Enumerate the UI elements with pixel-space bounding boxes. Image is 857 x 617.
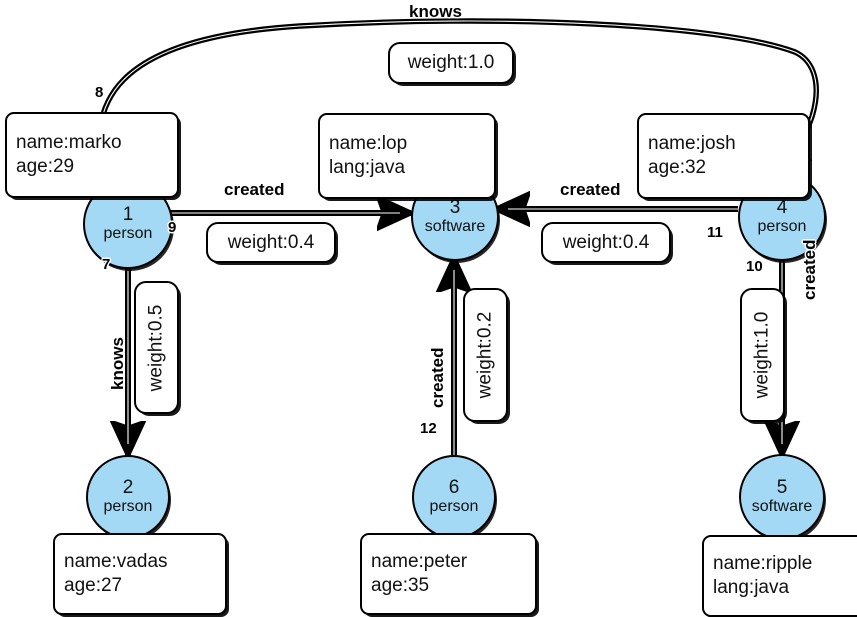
- property-line: age:29: [16, 156, 75, 177]
- property-line: name:josh: [648, 132, 736, 154]
- edge-weight-text: weight:0.4: [227, 231, 315, 253]
- vertex-label: software: [751, 498, 813, 516]
- edge-weight-box: weight:1.0: [740, 288, 785, 422]
- vertex-property-box: name:lop lang:java: [318, 113, 496, 199]
- vertex-label: person: [757, 218, 807, 236]
- property-line: name:marko: [16, 131, 122, 153]
- vertex-label: software: [424, 218, 486, 236]
- edge-label: created: [800, 239, 819, 300]
- edge-label: knows: [409, 2, 462, 21]
- edge-weight-box: weight:1.0: [388, 42, 514, 84]
- edge-id: 10: [746, 258, 763, 275]
- edge-weight-box: weight:0.4: [541, 222, 671, 263]
- edge-id: 7: [102, 256, 111, 273]
- vertex-id: 4: [776, 197, 788, 219]
- property-line: name:peter: [371, 550, 468, 572]
- vertex-property-box: name:marko age:29: [5, 112, 179, 198]
- property-line: age:35: [371, 575, 430, 596]
- property-line: name:lop: [329, 132, 408, 154]
- vertex-id: 1: [122, 204, 134, 226]
- edge-weight-text: weight:0.2: [474, 311, 496, 399]
- vertex-id: 3: [449, 197, 461, 219]
- vertex-label: person: [103, 225, 153, 243]
- edge-id: 11: [707, 224, 723, 241]
- edge-weight-box: weight:0.5: [134, 281, 179, 414]
- edge-weight-text: weight:0.4: [562, 231, 650, 253]
- vertex-property-box: name:josh age:32: [637, 113, 810, 199]
- edge-id: 8: [95, 84, 104, 101]
- vertex-property-box: name:vadas age:27: [53, 533, 227, 615]
- edge-weight-text: weight:0.5: [145, 304, 167, 391]
- property-line: name:vadas: [64, 550, 168, 572]
- property-line: lang:java: [329, 157, 406, 178]
- vertex-property-box: name:ripple lang:java: [702, 535, 857, 617]
- vertex-label: person: [103, 498, 153, 516]
- vertex-id: 5: [776, 477, 788, 499]
- edge-label: created: [560, 180, 621, 199]
- edge-label: created: [428, 347, 447, 408]
- edge-label: knows: [108, 337, 127, 390]
- property-line: age:32: [648, 157, 707, 178]
- property-line: age:27: [64, 575, 123, 596]
- property-line: lang:java: [713, 577, 790, 598]
- vertex-id: 6: [448, 477, 460, 499]
- vertex-property-box: name:peter age:35: [360, 533, 537, 615]
- edge-id: 9: [168, 219, 177, 236]
- edge-weight-text: weight:1.0: [751, 311, 773, 399]
- edge-weight-box: weight:0.4: [206, 222, 336, 263]
- edge-path-8-inner: [98, 20, 817, 183]
- edge-weight-text: weight:1.0: [407, 52, 495, 73]
- edge-id: 12: [420, 420, 437, 437]
- property-line: name:ripple: [713, 552, 813, 574]
- edge-label: created: [224, 180, 285, 199]
- vertex-label: person: [429, 498, 479, 516]
- vertex-id: 2: [122, 477, 134, 499]
- edge-weight-box: weight:0.2: [463, 288, 508, 422]
